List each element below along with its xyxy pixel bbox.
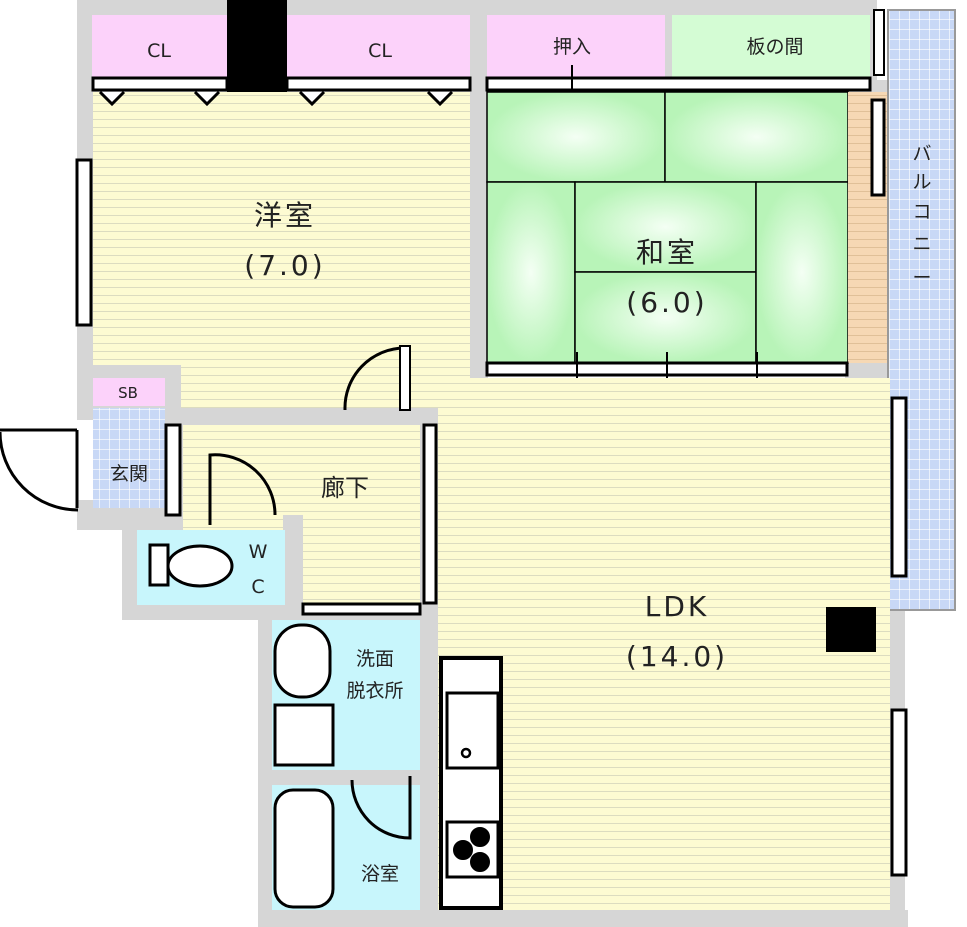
washroom-label-1: 洗面 [356, 648, 394, 670]
kitchen-counter [439, 656, 503, 910]
column-block [826, 607, 876, 652]
balcony-char: ニ [912, 233, 931, 255]
window-west [75, 158, 93, 327]
ldk-size: (14.0) [626, 640, 728, 673]
balcony-char: コ [912, 201, 931, 223]
closet-1-label: CL [147, 40, 171, 62]
closet-2-label: CL [368, 40, 392, 62]
window-east-1 [890, 396, 908, 578]
closet-2 [287, 15, 470, 77]
oshiire-label: 押入 [553, 36, 591, 58]
balcony-char: ル [912, 171, 931, 193]
itanoma-label: 板の間 [746, 36, 803, 58]
japanese-room-name: 和室 [636, 236, 698, 269]
hallway-label: 廊下 [321, 474, 369, 502]
balcony-char: ー [912, 267, 931, 289]
window-east-2 [890, 708, 908, 877]
japanese-room-size: (6.0) [626, 286, 707, 319]
toilet-icon [148, 543, 234, 588]
entrance-label: 玄関 [110, 463, 148, 485]
western-room-size: (7.0) [244, 249, 325, 282]
ldk-name: LDK [645, 590, 710, 623]
shoe-box-label: SB [118, 384, 138, 402]
balcony-label: バ ル コ ニ ー [912, 143, 931, 289]
pipe-shaft [227, 0, 287, 92]
washbasin-icon [273, 623, 332, 699]
ldk-floor [438, 378, 890, 910]
washing-machine-spot [273, 703, 335, 767]
closet-1 [92, 15, 227, 77]
japanese-room-tatami [486, 91, 849, 364]
oshiire-closet [487, 15, 665, 77]
shoe-box [93, 378, 165, 406]
entrance-floor [93, 408, 165, 508]
bathtub-icon [273, 788, 335, 909]
western-room-name: 洋室 [254, 199, 316, 232]
wc-label-c: C [251, 576, 264, 598]
sink-icon [445, 691, 500, 770]
closet-doors [91, 76, 472, 107]
washroom-label-2: 脱衣所 [346, 680, 403, 702]
bath-label: 浴室 [361, 863, 399, 885]
balcony-char: バ [912, 143, 931, 165]
wc-label-w: W [249, 541, 268, 563]
itanoma [672, 15, 870, 77]
